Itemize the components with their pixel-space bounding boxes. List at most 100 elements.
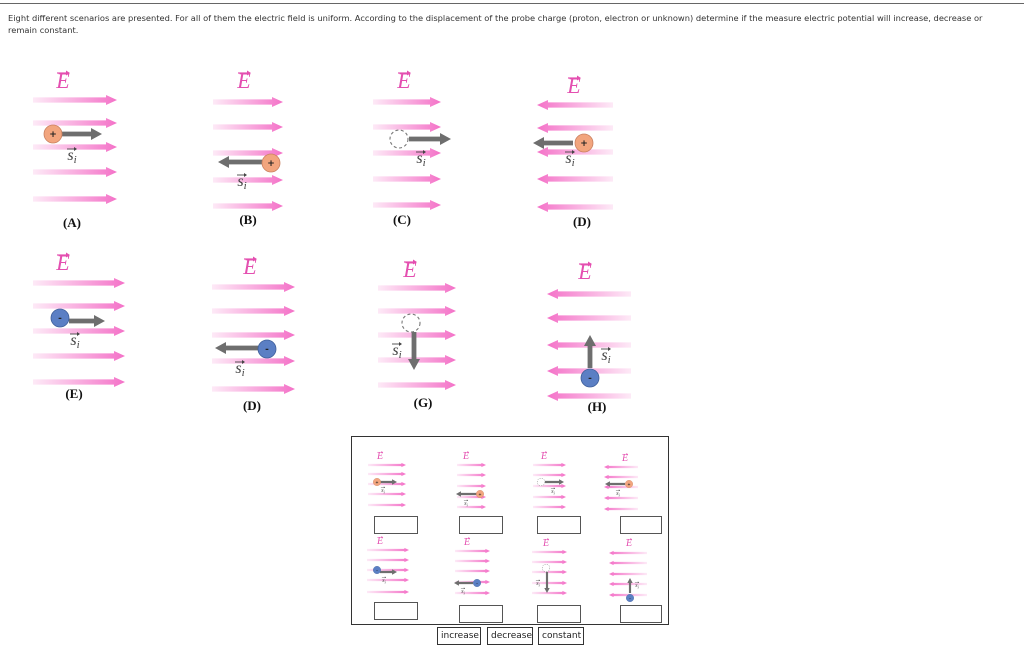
- field-arrow: [373, 174, 441, 184]
- charge-sign: +: [627, 481, 630, 486]
- displacement-symbol: si: [461, 589, 465, 595]
- charge-sign: -: [588, 374, 592, 384]
- answer-drop-box-3[interactable]: [537, 516, 581, 534]
- scenario-1: E+si(A): [33, 68, 117, 230]
- answer-drop-box-5[interactable]: [374, 602, 418, 620]
- charge-sign: -: [376, 567, 378, 572]
- field-arrow: [33, 377, 125, 387]
- vector-head: [588, 261, 592, 267]
- field-arrow: [533, 472, 566, 478]
- answer-drop-box-2[interactable]: [459, 516, 503, 534]
- field-symbol: E: [55, 68, 70, 93]
- field-arrow: [457, 472, 486, 478]
- scenario-label: (H): [588, 399, 607, 414]
- scenario-label: (D): [243, 398, 261, 413]
- field-arrow: [33, 118, 117, 128]
- option-decrease[interactable]: decrease: [487, 627, 533, 645]
- displacement-arrow: [544, 572, 550, 593]
- field-symbol: E: [577, 259, 592, 284]
- vector-head: [538, 579, 541, 582]
- electron-charge: [473, 579, 481, 587]
- field-arrow: [373, 97, 441, 107]
- field-symbol: E: [236, 68, 251, 93]
- scenario-4: E+si(D): [533, 73, 613, 229]
- charge-sign: -: [629, 595, 631, 600]
- proton-charge: [261, 153, 281, 173]
- scenario-label: (C): [393, 212, 411, 227]
- field-arrow: [532, 559, 567, 565]
- displacement-symbol: si: [616, 491, 620, 497]
- displacement-arrow: [409, 133, 451, 145]
- field-arrow: [378, 306, 456, 316]
- field-arrow: [609, 581, 647, 587]
- displacement-symbol: si: [635, 583, 639, 589]
- vector-head: [244, 173, 247, 177]
- displacement-arrow: [62, 128, 102, 140]
- vector-head: [572, 150, 575, 154]
- electron-charge: [373, 566, 381, 574]
- field-arrow: [532, 549, 567, 555]
- vector-head: [466, 499, 469, 502]
- proton-charge: [43, 124, 63, 144]
- field-arrow: [212, 282, 295, 292]
- field-symbol: E: [540, 451, 547, 462]
- option-increase[interactable]: increase: [437, 627, 481, 645]
- field-arrow: [368, 502, 406, 508]
- unknown-charge: [541, 563, 551, 573]
- vector-head: [545, 451, 548, 454]
- displacement-symbol: si: [382, 578, 386, 584]
- scenario-5: E-si(E): [33, 250, 125, 401]
- field-arrow: [609, 550, 647, 556]
- field-symbol: E: [463, 537, 470, 548]
- field-symbol: E: [625, 538, 632, 549]
- field-arrow: [537, 100, 613, 110]
- field-arrow: [367, 557, 409, 563]
- field-arrow: [33, 167, 117, 177]
- field-arrow: [457, 483, 486, 489]
- vector-head: [242, 360, 245, 364]
- unknown-charge: [536, 477, 546, 487]
- thumbnail-6: E-si(D): [454, 537, 490, 612]
- displacement-arrow: [218, 156, 262, 168]
- unknown-charge: [389, 129, 409, 149]
- field-arrow: [378, 380, 456, 390]
- displacement-arrow: [584, 335, 596, 368]
- vector-head: [467, 451, 470, 454]
- field-arrow: [212, 306, 295, 316]
- field-arrow: [457, 504, 486, 510]
- field-arrow: [537, 202, 613, 212]
- vector-head: [618, 489, 621, 492]
- proton-charge: [476, 490, 484, 498]
- field-arrow: [33, 95, 117, 105]
- vector-head: [383, 486, 386, 489]
- vector-head: [74, 147, 77, 151]
- vector-head: [608, 347, 611, 351]
- field-arrow: [368, 471, 406, 477]
- vector-head: [547, 538, 550, 541]
- field-arrow: [532, 580, 567, 586]
- vector-head: [463, 587, 466, 590]
- field-arrow: [212, 330, 295, 340]
- field-symbol: E: [566, 73, 581, 98]
- displacement-symbol: si: [67, 147, 76, 166]
- vector-head: [637, 581, 640, 584]
- field-symbol: E: [542, 538, 549, 549]
- displacement-arrow: [69, 315, 105, 327]
- field-arrow: [368, 491, 406, 497]
- field-arrow: [373, 148, 441, 158]
- vector-head: [413, 259, 417, 265]
- answer-drop-box-7[interactable]: [537, 605, 581, 623]
- field-symbol: E: [242, 254, 257, 279]
- vector-head: [553, 487, 556, 490]
- field-arrow: [367, 589, 409, 595]
- answer-drop-box-6[interactable]: [459, 605, 503, 623]
- displacement-symbol: si: [237, 173, 246, 192]
- field-symbol: E: [402, 257, 417, 282]
- answer-drop-box-1[interactable]: [374, 516, 418, 534]
- answer-drop-box-4[interactable]: [620, 516, 662, 534]
- scenario-3: Esi(C): [373, 68, 451, 227]
- answer-drop-box-8[interactable]: [620, 605, 662, 623]
- displacement-symbol: si: [381, 488, 385, 494]
- option-constant[interactable]: constant: [538, 627, 584, 645]
- field-arrow: [373, 122, 441, 132]
